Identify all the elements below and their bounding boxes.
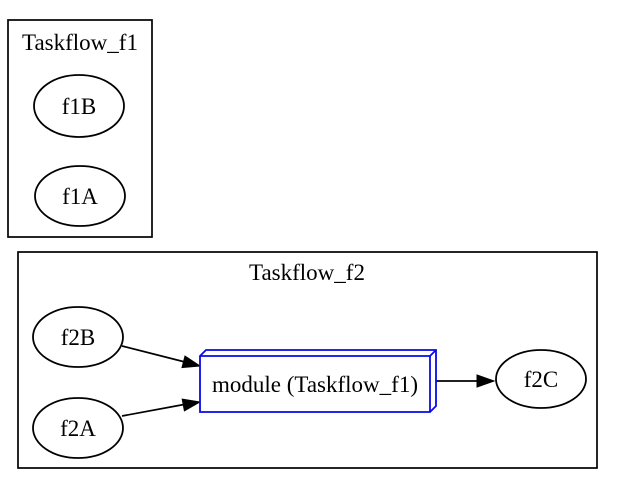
cluster-taskflow-f1-border: [7, 19, 153, 238]
cluster-taskflow-f2: Taskflow_f2 f2B f2A: [17, 251, 598, 469]
arrowhead-icon: [181, 398, 202, 412]
node-f2a: f2A: [32, 397, 124, 459]
node-module: module (Taskflow_f1): [199, 349, 437, 413]
module-box3d-corner-bevel: [429, 349, 437, 357]
node-f2b-label: f2B: [61, 325, 96, 350]
node-f1a: f1A: [34, 165, 126, 227]
arrowhead-icon: [476, 374, 496, 388]
cluster-taskflow-f2-label: Taskflow_f2: [249, 260, 365, 285]
edge-module-to-f2c: [436, 374, 496, 388]
edge-f2b-to-module: [121, 345, 202, 369]
node-f2a-label: f2A: [60, 416, 96, 441]
arrowhead-icon: [181, 355, 202, 369]
node-f2c-ellipse: [495, 349, 587, 409]
node-f1b-ellipse: [33, 74, 125, 138]
cluster-taskflow-f2-border: [17, 251, 598, 469]
node-f2b: f2B: [32, 306, 124, 368]
node-f1a-ellipse: [34, 165, 126, 227]
edge-f2b-to-module-line: [121, 345, 186, 363]
node-f1a-label: f1A: [62, 184, 98, 209]
node-f2c: f2C: [495, 349, 587, 409]
node-f2b-ellipse: [32, 306, 124, 368]
node-module-label: module (Taskflow_f1): [212, 372, 418, 397]
module-box3d-outline: [199, 349, 437, 413]
node-f2a-ellipse: [32, 397, 124, 459]
edge-f2a-to-module: [121, 398, 202, 417]
node-f1b-label: f1B: [62, 94, 97, 119]
node-f1b: f1B: [33, 74, 125, 138]
edge-f2a-to-module-line: [121, 403, 185, 417]
node-f2c-label: f2C: [524, 367, 559, 392]
cluster-taskflow-f1-label: Taskflow_f1: [22, 30, 138, 55]
cluster-taskflow-f1: Taskflow_f1 f1B f1A: [7, 19, 153, 238]
